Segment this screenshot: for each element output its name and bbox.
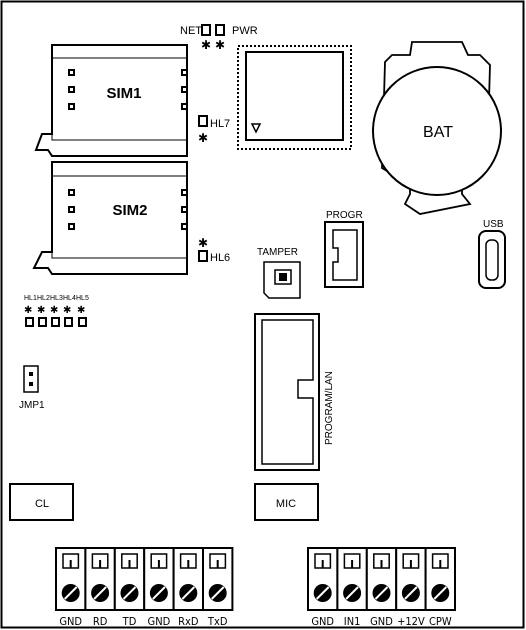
terminal-label: IN1 — [344, 615, 361, 628]
sim2-holder: SIM2 — [32, 161, 188, 275]
hl-led-group: HL1 HL2 HL3 HL4 HL5 ✱ ✱ ✱ ✱ ✱ — [24, 295, 89, 327]
usb-connector: USB — [478, 219, 506, 289]
mic-label: MIC — [276, 498, 296, 510]
hl7-label: HL7 — [210, 118, 230, 130]
tamper-switch: TAMPER — [257, 247, 301, 299]
sim1-holder: SIM1 — [34, 44, 188, 157]
svg-text:✱: ✱ — [50, 305, 58, 316]
terminal: GND — [143, 547, 175, 628]
svg-text:✱: ✱ — [77, 305, 85, 316]
terminal-block-left: GND RD TD GND RxD TxD — [55, 547, 234, 628]
terminal-block-right: GND IN1 GND +12V CPW — [307, 547, 457, 628]
svg-text:✱: ✱ — [37, 305, 45, 316]
svg-text:✱: ✱ — [215, 38, 225, 52]
jmp1-label: JMP1 — [19, 400, 45, 411]
hl-label-2: HL2 — [37, 295, 50, 302]
hl-label-3: HL3 — [50, 295, 63, 302]
net-label: NET — [180, 25, 202, 37]
terminal-label: RD — [93, 615, 108, 628]
pwr-led: ✱ PWR — [215, 24, 258, 52]
pin1-marker — [250, 123, 262, 134]
sim2-label: SIM2 — [112, 202, 147, 219]
hl-label-5: HL5 — [76, 295, 89, 302]
terminal: TxD — [202, 547, 234, 628]
battery-holder: BAT — [372, 41, 502, 215]
tamper-label: TAMPER — [257, 247, 298, 258]
bat-label: BAT — [423, 124, 453, 141]
program-lan-header: PROGRAM/LAN — [254, 313, 335, 471]
sim1-label: SIM1 — [106, 85, 141, 102]
terminal: GND — [55, 547, 87, 628]
progr-label: PROGR — [326, 210, 363, 221]
terminal-label: GND — [370, 615, 393, 628]
svg-text:✱: ✱ — [198, 131, 208, 145]
terminal-label: TxD — [207, 615, 228, 628]
svg-text:✱: ✱ — [201, 38, 211, 52]
cl-block: CL — [9, 483, 74, 521]
terminal: GND — [307, 547, 339, 628]
terminal-label: GND — [148, 615, 171, 628]
terminal: RD — [84, 547, 116, 628]
terminal: GND — [365, 547, 398, 628]
terminal-label: GND — [311, 615, 334, 628]
terminal-label: CPW — [429, 615, 452, 628]
svg-text:✱: ✱ — [63, 305, 71, 316]
svg-text:✱: ✱ — [24, 305, 32, 316]
hl-label-4: HL4 — [63, 295, 76, 302]
terminal: +12V — [395, 547, 427, 628]
hl6-label: HL6 — [210, 252, 230, 264]
mic-block: MIC — [254, 483, 319, 521]
usb-label: USB — [483, 219, 504, 230]
progr-connector: PROGR — [324, 210, 364, 288]
terminal-label: TD — [122, 615, 137, 628]
processor-chip — [237, 45, 352, 150]
jmp1-jumper: JMP1 — [19, 365, 45, 411]
program-lan-label: PROGRAM/LAN — [324, 371, 335, 445]
battery-cell — [372, 66, 502, 196]
net-led: NET ✱ — [180, 24, 211, 52]
hl7-led: ✱ HL7 — [198, 115, 230, 145]
terminal-label: RxD — [178, 615, 199, 628]
svg-text:✱: ✱ — [198, 236, 208, 250]
hl6-led: ✱ HL6 — [198, 236, 230, 264]
terminal-label: +12V — [397, 615, 425, 628]
pwr-label: PWR — [232, 25, 258, 37]
cl-label: CL — [35, 498, 49, 510]
terminal-label: GND — [59, 615, 82, 628]
terminal: CPW — [424, 547, 457, 628]
hl-label-1: HL1 — [24, 295, 37, 302]
